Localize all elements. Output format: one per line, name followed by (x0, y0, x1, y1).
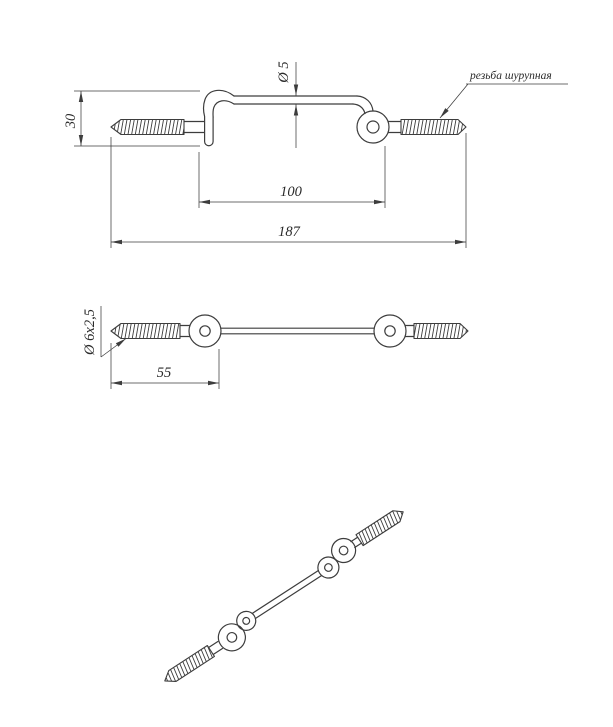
iso-left-thread (164, 644, 216, 683)
right-screw (387, 118, 467, 136)
hook-eye-outer (356, 110, 390, 144)
iso-hook-curl-inner (242, 616, 251, 625)
dimension-hook-100: 100 (198, 146, 386, 208)
left-screw (110, 118, 205, 136)
iso-right-thread (355, 510, 404, 547)
iso-right-eye-inner (338, 545, 349, 556)
dimension-offset-55: 55 (110, 343, 220, 389)
plan-right-eye-inner (384, 325, 396, 337)
hook-eye-inner (366, 120, 380, 134)
plan-left-eye-outer (188, 314, 222, 348)
iso-hook-curl-outer (236, 610, 257, 631)
plan-left-thread (110, 322, 181, 340)
dim-thread-size-label: Ø 6x2,5 (82, 309, 98, 356)
dim-wire-label: Ø 5 (276, 61, 292, 83)
thread-note-label: резьба шурупная (469, 70, 552, 82)
dimension-thread-size: Ø 6x2,5 (82, 306, 127, 358)
plan-right-thread (413, 322, 469, 340)
plan-right-eye-outer (373, 314, 407, 348)
hook-curl-inner (212, 100, 235, 118)
iso-right-eye-outer (330, 537, 357, 564)
thread-note-leader: резьба шурупная (439, 70, 568, 119)
iso-left-eye-inner (226, 631, 238, 643)
right-screw-thread (400, 118, 467, 136)
iso-rod-top (251, 569, 319, 615)
left-screw-thread (110, 118, 185, 136)
dimension-height-30: 30 (63, 90, 200, 147)
dim-offset-label: 55 (157, 365, 172, 381)
dim-total-label: 187 (278, 224, 301, 240)
hook-outline (202, 89, 390, 147)
plan-view: Ø 6x2,5 55 (82, 306, 469, 389)
dimension-wire-diameter: Ø 5 (276, 61, 299, 148)
hook-curl-outer (202, 89, 235, 147)
dimension-total-187: 187 (110, 133, 467, 248)
iso-hook-loop-inner (324, 563, 333, 572)
iso-hook-loop-outer (317, 556, 340, 579)
iso-rod-bottom (254, 574, 323, 620)
dim-hook-label: 100 (280, 184, 303, 200)
iso-view (164, 510, 404, 683)
plan-left-eye-inner (199, 325, 211, 337)
front-view: 30 Ø 5 100 187 резьба шурупная (63, 61, 568, 248)
dim-height-label: 30 (63, 113, 79, 129)
